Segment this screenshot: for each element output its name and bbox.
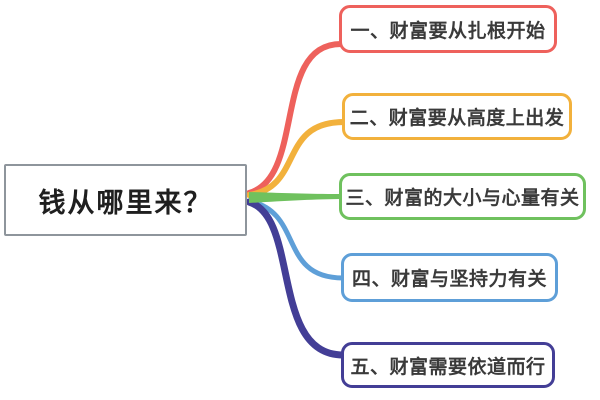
- branch-node-5-label: 五、财富需要依道而行: [350, 356, 546, 378]
- branch-node-5: 五、财富需要依道而行: [341, 342, 555, 388]
- root-node: 钱从哪里来？: [4, 164, 247, 236]
- branch-node-2: 二、财富要从高度上出发: [342, 93, 572, 140]
- branch-node-4: 四、财富与坚持力有关: [341, 253, 558, 302]
- connector-branch-1: [246, 41, 344, 196]
- connector-branch-5: [245, 198, 347, 359]
- connector-branch-4: [246, 198, 346, 281]
- branch-node-1: 一、财富要从扎根开始: [339, 5, 557, 53]
- branch-node-3-label: 三、财富的大小与心量有关: [345, 188, 580, 209]
- connector-branch-2: [246, 119, 347, 198]
- branch-node-2-label: 二、财富要从高度上出发: [349, 108, 565, 129]
- branch-node-3: 三、财富的大小与心量有关: [339, 173, 586, 220]
- connector-branch-3: [249, 192, 340, 203]
- branch-node-4-label: 四、财富与坚持力有关: [351, 269, 547, 290]
- root-node-label: 钱从哪里来？: [38, 187, 213, 218]
- branch-node-1-label: 一、财富要从扎根开始: [350, 20, 546, 42]
